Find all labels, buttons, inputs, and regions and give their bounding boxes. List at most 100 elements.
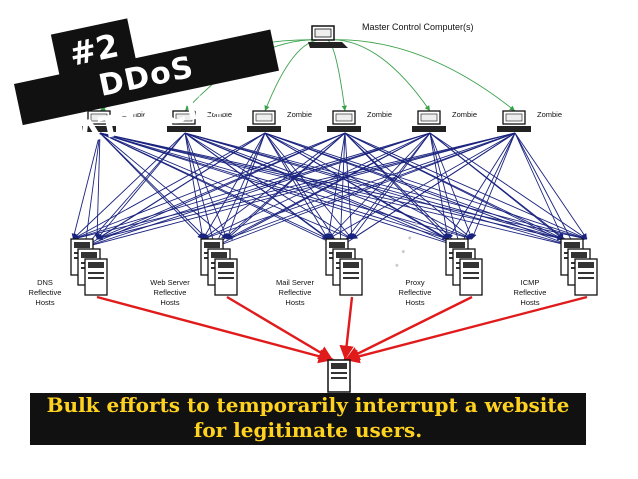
zombie-to-reflector-links [71, 132, 588, 249]
zombie-reflector-link [459, 132, 516, 248]
reflector-label: Hosts [35, 298, 54, 307]
zombie-reflector-link [429, 132, 473, 240]
zombie-label: Zombie [452, 110, 477, 119]
zombie-reflector-link [344, 132, 576, 248]
zombie-reflector-link [226, 132, 266, 240]
zombie-reflector-link [514, 132, 588, 240]
zombie-reflector-link [514, 132, 576, 248]
zombie-reflector-link [94, 132, 101, 240]
zombie-reflector-link [327, 132, 431, 240]
zombie-reflector-link [326, 132, 346, 240]
zombie-reflector-link [99, 132, 204, 240]
zombie-reflector-link [264, 132, 461, 248]
server-icon [574, 258, 598, 296]
zombie-reflector-link [226, 132, 516, 240]
zombie-reflector-link [226, 132, 431, 240]
zombie-reflector-link [344, 132, 461, 248]
zombie-reflector-link [202, 132, 516, 240]
zombie-reflector-link [344, 132, 449, 240]
zombie-reflector-link [344, 132, 588, 240]
zombie-computer-icon [327, 110, 361, 132]
zombie-label: Zombie [367, 110, 392, 119]
zombie-reflector-link [84, 132, 516, 249]
zombie-label: Zombie [537, 110, 562, 119]
attack-link [339, 296, 354, 361]
zombie-reflector-link [71, 132, 101, 240]
zombie-reflector-link [339, 132, 431, 248]
zombie-reflector-link [429, 132, 576, 248]
zombie-reflector-link [184, 132, 588, 241]
attack-link [344, 295, 588, 364]
reflector-to-victim-links [96, 295, 588, 364]
zombie-reflector-link [202, 132, 346, 240]
server-icon [214, 258, 238, 296]
zombie-reflector-link [96, 132, 186, 240]
zombie-reflector-link [344, 132, 355, 240]
master-zombie-link [324, 39, 431, 112]
zombie-reflector-link [96, 132, 346, 240]
zombie-reflector-link [202, 132, 266, 240]
attack-link [226, 295, 334, 362]
zombie-reflector-link [72, 132, 346, 240]
reflector-label: Reflective [399, 288, 432, 297]
zombie-reflector-link [184, 132, 205, 240]
zombie-reflector-link [96, 132, 266, 240]
attack-link [344, 295, 473, 362]
zombie-reflector-link [226, 132, 346, 240]
zombie-reflector-link [214, 132, 266, 248]
reflector-label: ICMP [521, 278, 540, 287]
zombie-reflector-link [84, 132, 431, 248]
zombie-reflector-link [99, 132, 341, 248]
zombie-reflector-link [264, 132, 329, 240]
zombie-reflector-link [514, 132, 564, 240]
zombie-row: ZombieZombieZombieZombieZombieZombie [82, 110, 562, 132]
reflector-label: Reflective [279, 288, 312, 297]
reflector-label: Mail Server [276, 278, 314, 287]
reflector-label: Hosts [405, 298, 424, 307]
master-computer-icon [308, 25, 348, 48]
zombie-reflector-link [99, 132, 216, 248]
zombie-reflector-link [184, 132, 228, 240]
reflector-label: Hosts [160, 298, 179, 307]
zombie-reflector-link [72, 132, 516, 241]
zombie-reflector-link [337, 132, 346, 248]
zombie-reflector-link [344, 132, 473, 240]
zombie-reflector-link [264, 132, 341, 248]
zombie-computer-icon [412, 110, 446, 132]
zombie-reflector-link [429, 132, 450, 240]
zombie-reflector-link [99, 132, 576, 249]
zombie-reflector-link [72, 132, 266, 240]
zombie-reflector-link [351, 132, 431, 240]
zombie-label: Zombie [287, 110, 312, 119]
zombie-reflector-link [264, 132, 588, 240]
zombie-reflector-link [184, 132, 341, 248]
zombie-reflector-link [327, 132, 516, 240]
zombie-reflector-link [351, 132, 516, 240]
victim-server-icon [327, 359, 351, 393]
attack-link [96, 295, 334, 364]
server-icon [459, 258, 483, 296]
caption-line-2: for legitimate users. [193, 418, 423, 442]
zombie-reflector-link [447, 132, 516, 240]
reflector-label: Reflective [29, 288, 62, 297]
zombie-reflector-link [96, 132, 516, 241]
zombie-reflector-link [264, 132, 576, 248]
reflector-label: Web Server [150, 278, 190, 287]
zombie-reflector-link [96, 132, 431, 240]
zombie-reflector-link [83, 132, 101, 248]
zombie-reflector-link [264, 132, 564, 240]
zombie-reflector-link [184, 132, 564, 241]
reflector-label: DNS [37, 278, 53, 287]
zombie-reflector-link [184, 132, 576, 249]
reflector-label: Hosts [520, 298, 539, 307]
reflector-label: Reflective [154, 288, 187, 297]
server-icon [84, 258, 108, 296]
zombie-reflector-link [72, 132, 186, 240]
caption-line-1: Bulk efforts to temporarily interrupt a … [46, 393, 570, 417]
